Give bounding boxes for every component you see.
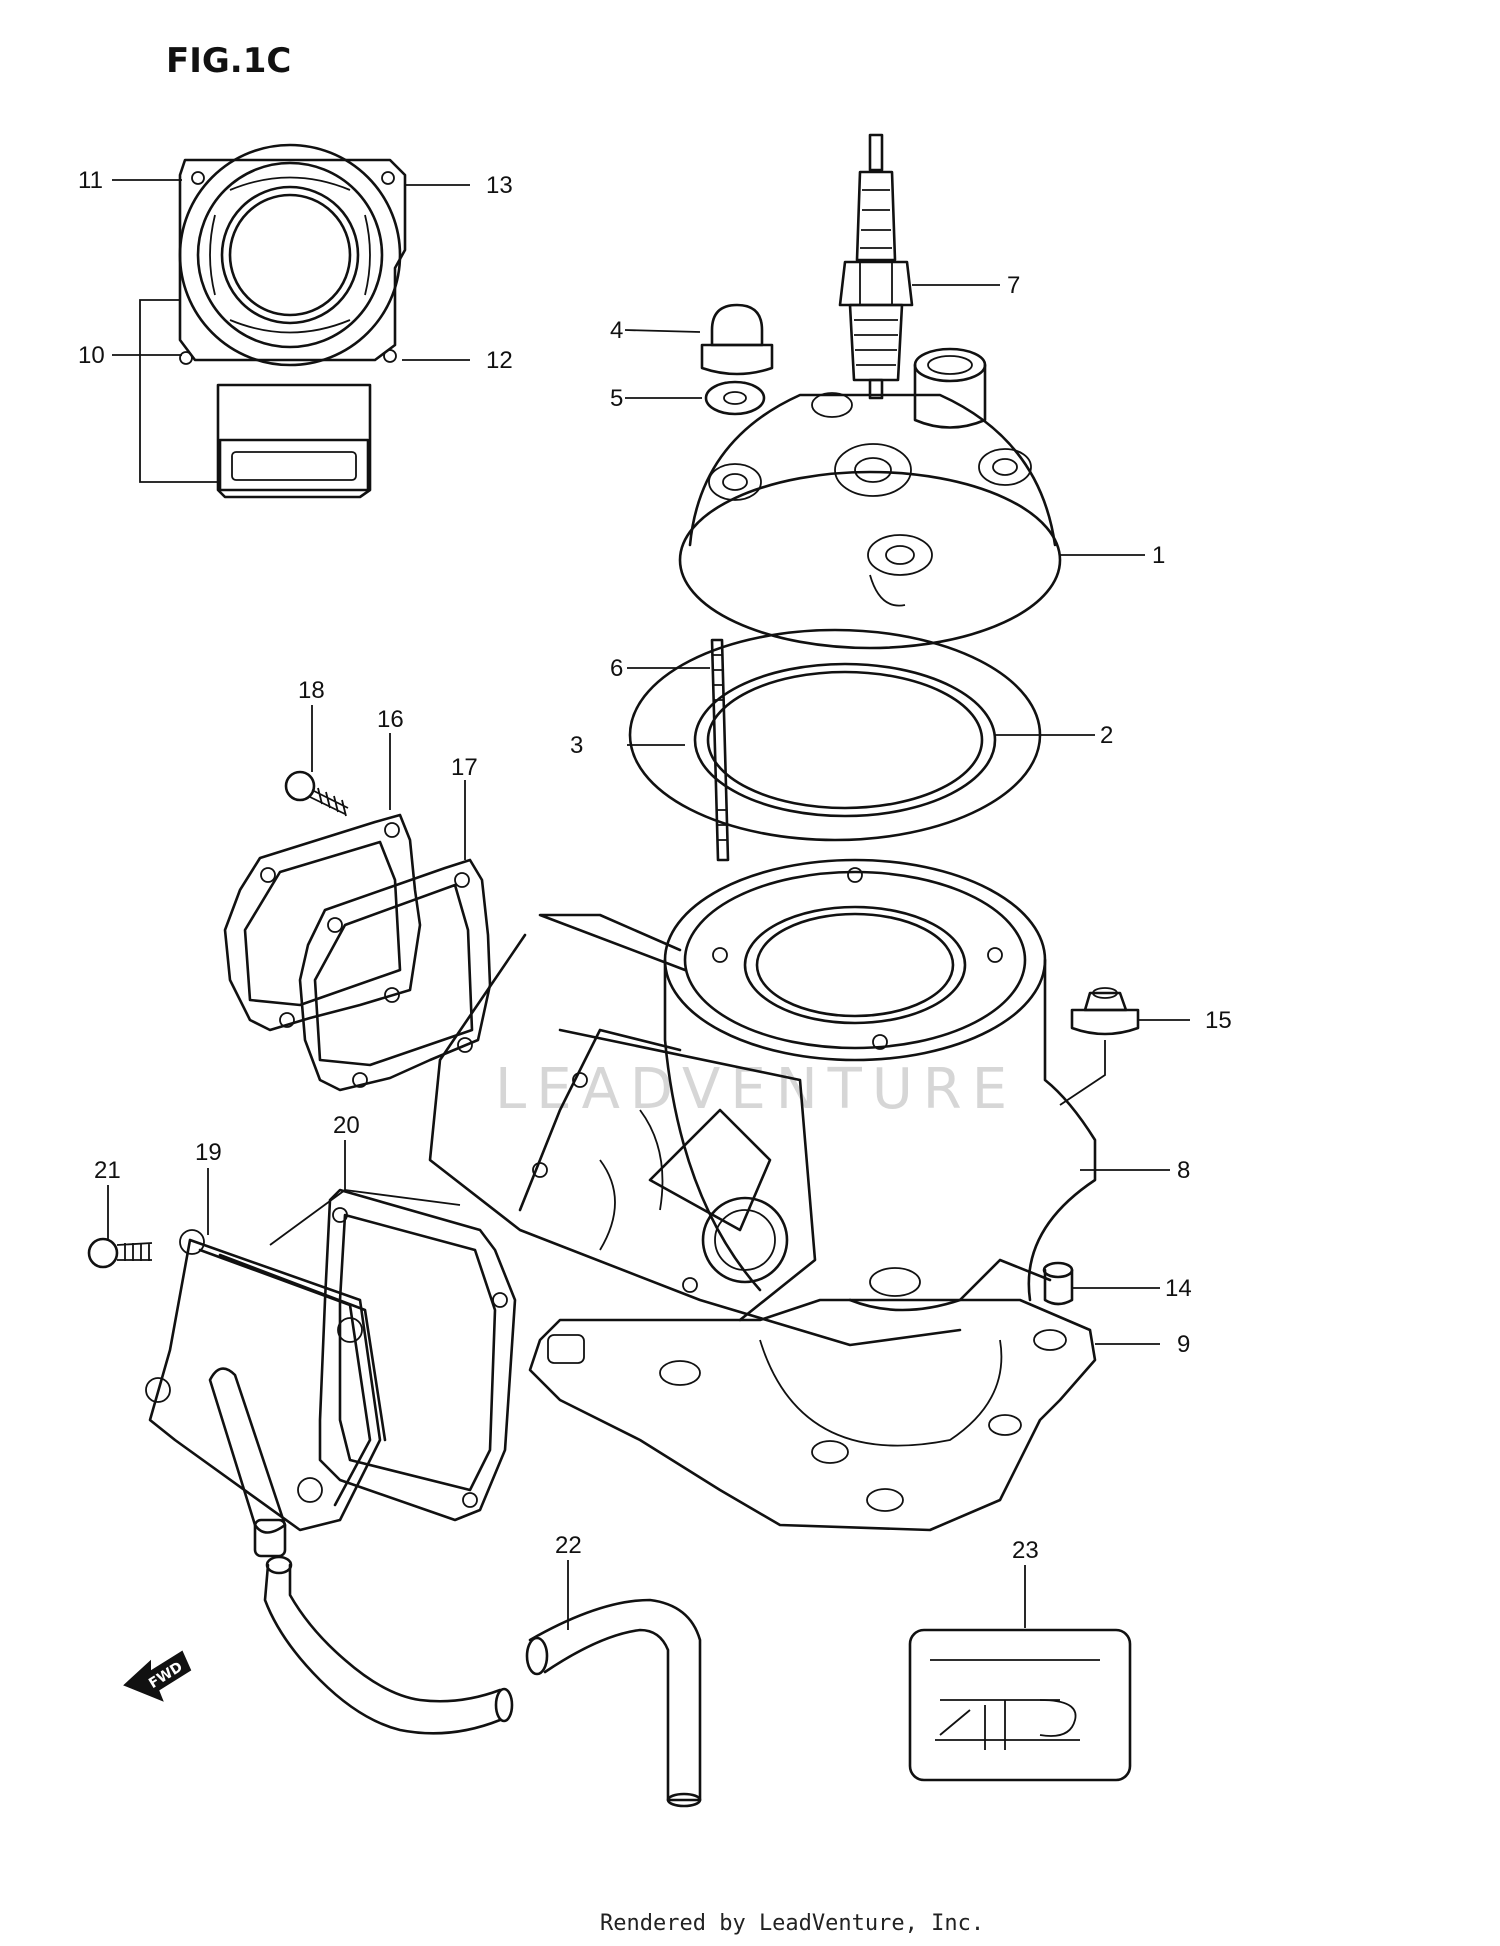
callout-2: 2 (1100, 722, 1113, 749)
callout-15: 15 (1205, 1007, 1232, 1034)
callout-22: 22 (555, 1532, 582, 1559)
inset-gasket-set (139, 143, 407, 499)
callout-21: 21 (94, 1157, 121, 1184)
callout-13: 13 (486, 172, 513, 199)
dowel-pin (1042, 1261, 1074, 1306)
callout-7: 7 (1007, 272, 1020, 299)
reed-gaskets (223, 813, 492, 1092)
callout-17: 17 (451, 754, 478, 781)
base-gasket (528, 1298, 1097, 1532)
breather-hose (263, 1555, 702, 1808)
washer (704, 380, 766, 416)
callout-3: 3 (570, 732, 583, 759)
callout-10: 10 (78, 342, 105, 369)
callout-20: 20 (333, 1112, 360, 1139)
callout-4: 4 (610, 317, 623, 344)
watermark: LEADVENTURE (495, 1057, 1017, 1122)
reed-plate-gasket (318, 1188, 517, 1522)
callout-8: 8 (1177, 1157, 1190, 1184)
leader-lines (107, 179, 1190, 1630)
cap-nut (700, 303, 774, 376)
forward-arrow-icon: FWD (123, 1650, 192, 1702)
screw (87, 1237, 153, 1269)
callout-16: 16 (377, 706, 404, 733)
caution-label (908, 1628, 1132, 1782)
callout-12: 12 (486, 347, 513, 374)
callout-6: 6 (610, 655, 623, 682)
callout-18: 18 (298, 677, 325, 704)
callout-11: 11 (78, 167, 103, 194)
flange-nut (1070, 987, 1140, 1036)
figure-label: FIG.1C (166, 41, 291, 81)
spark-plug (838, 133, 914, 400)
head-gaskets (628, 628, 1042, 842)
callout-9: 9 (1177, 1331, 1190, 1358)
callout-numbers: 1 2 3 4 5 6 7 8 9 10 11 12 13 14 15 16 1… (78, 167, 1232, 1564)
callout-19: 19 (195, 1139, 222, 1166)
callout-14: 14 (1165, 1275, 1192, 1302)
callout-23: 23 (1012, 1537, 1039, 1564)
callout-5: 5 (610, 385, 623, 412)
bolt (284, 770, 349, 817)
reed-valve-cover (145, 1229, 387, 1558)
callout-1: 1 (1152, 542, 1165, 569)
stud-bolt (710, 638, 730, 862)
cylinder-body (428, 858, 1097, 1347)
footer-credit: Rendered by LeadVenture, Inc. (600, 1911, 984, 1936)
